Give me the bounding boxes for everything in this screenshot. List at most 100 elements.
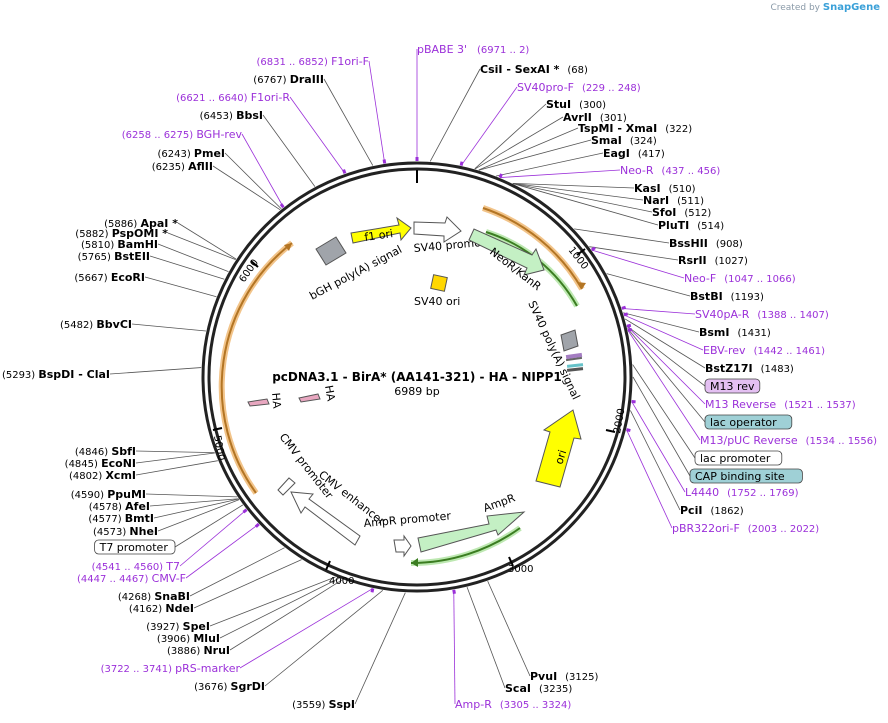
right-label-bstz17i[interactable]: BstZ17I(1483) xyxy=(705,362,794,375)
right-label-pbr322ori-f[interactable]: pBR322ori-F(2003 .. 2022) xyxy=(672,522,819,535)
right-label-bstbi[interactable]: BstBI(1193) xyxy=(690,290,764,303)
right-label-kasi[interactable]: KasI(510) xyxy=(634,182,696,195)
right-label-lac-operator[interactable]: lac operator xyxy=(704,414,793,430)
leader-line xyxy=(174,504,244,548)
right-label-amp-r[interactable]: Amp-R(3305 .. 3324) xyxy=(455,698,571,711)
left-labels: (6831 .. 6852) F1ori-F (6767) DraIII (6621… xyxy=(2,55,369,711)
feature-sv40-ori[interactable] xyxy=(430,274,448,292)
leader-line xyxy=(460,86,518,166)
left-label-t7[interactable]: (4541 .. 4560) T7 xyxy=(92,560,180,573)
left-label-aflii[interactable]: (6235) AflII xyxy=(152,160,213,173)
right-label-sfoi[interactable]: SfoI(512) xyxy=(652,206,711,219)
right-label-lac-promoter[interactable]: lac promoter xyxy=(694,450,783,466)
right-label-pluti[interactable]: PluTI(514) xyxy=(658,219,724,232)
orf-arrowhead-neo xyxy=(577,282,586,289)
tick-label-3000: 3000 xyxy=(508,564,533,575)
right-label-ebv-rev[interactable]: EBV-rev(1442 .. 1461) xyxy=(703,344,825,357)
left-label-afei[interactable]: (4578) AfeI xyxy=(89,500,150,513)
left-label-cmv-f[interactable]: (4447 .. 4467) CMV-F xyxy=(77,572,186,585)
right-label-m13-rev[interactable]: M13 rev xyxy=(704,378,761,394)
left-label-nhei[interactable]: (4573) NheI xyxy=(93,525,158,538)
feature-box-label: CAP binding site xyxy=(695,470,785,483)
left-label-bsteii[interactable]: (5765) BstEII xyxy=(78,250,150,263)
right-label-eagi[interactable]: EagI(417) xyxy=(603,147,665,160)
primer-name: (6831 .. 6852) F1ori-F xyxy=(256,55,369,68)
primer-name: M13/pUC Reverse(1534 .. 1556) xyxy=(700,434,877,447)
feature-ha-1[interactable] xyxy=(247,398,270,407)
right-label-neo-f[interactable]: Neo-F(1047 .. 1066) xyxy=(684,272,796,285)
left-label-bspdi[interactable]: (5293) BspDI - ClaI xyxy=(2,368,110,381)
right-label-sv40pa-r[interactable]: SV40pA-R(1388 .. 1407) xyxy=(695,308,829,321)
feature-f1-ori[interactable] xyxy=(350,216,412,244)
leader-line xyxy=(179,509,247,567)
leader-line xyxy=(209,576,336,627)
leader-line xyxy=(135,452,215,464)
right-label-neo-r[interactable]: Neo-R(437 .. 456) xyxy=(620,164,720,177)
feature-ampr-promoter[interactable] xyxy=(393,534,412,558)
feature-sv40-promoter[interactable] xyxy=(413,216,462,243)
right-label-csii[interactable]: CsiI - SexAI *(68) xyxy=(480,63,588,76)
right-label-scai[interactable]: ScaI(3235) xyxy=(505,682,572,695)
feature-neor[interactable] xyxy=(468,228,545,276)
left-label-econi[interactable]: (4845) EcoNI xyxy=(65,457,136,470)
leader-line xyxy=(135,460,218,476)
right-label-m13-reverse[interactable]: M13 Reverse(1521 .. 1537) xyxy=(705,398,856,411)
right-label-l4440[interactable]: L4440(1752 .. 1769) xyxy=(685,486,799,499)
enzyme-name: BstZ17I(1483) xyxy=(705,362,794,375)
left-label-spei[interactable]: (3927) SpeI xyxy=(146,620,210,633)
left-label-bbvci[interactable]: (5482) BbvCI xyxy=(60,318,132,331)
leader-line xyxy=(630,410,681,511)
right-label-bsmi[interactable]: BsmI(1431) xyxy=(699,326,771,339)
left-label-xcmi[interactable]: (4802) XcmI xyxy=(69,469,136,482)
enzyme-name: (4802) XcmI xyxy=(69,469,136,482)
leader-line xyxy=(289,96,346,174)
leader-line xyxy=(632,376,691,477)
feature-sv40-polya[interactable] xyxy=(560,329,579,352)
right-label-rsrii[interactable]: RsrII(1027) xyxy=(678,254,748,267)
left-label-sgrdi[interactable]: (3676) SgrDI xyxy=(194,680,265,693)
left-label-mlui[interactable]: (3906) MluI xyxy=(157,632,220,645)
feature-ampr[interactable] xyxy=(417,511,526,553)
right-label-tspmi[interactable]: TspMI - XmaI(322) xyxy=(578,122,692,135)
left-label-sbfi[interactable]: (4846) SbfI xyxy=(75,445,136,458)
left-label-apai[interactable]: (5886) ApaI * xyxy=(104,217,178,230)
left-label-nrui[interactable]: (3886) NruI xyxy=(167,644,230,657)
left-label-bmti[interactable]: (4577) BmtI xyxy=(88,512,154,525)
left-label-ndei[interactable]: (4162) NdeI xyxy=(129,602,194,615)
right-label-bsshii[interactable]: BssHII(908) xyxy=(669,237,743,250)
feature-ha-2[interactable] xyxy=(298,393,321,403)
left-label-snabi[interactable]: (4268) SnaBI xyxy=(118,590,190,603)
feature-ori[interactable] xyxy=(535,409,582,488)
left-label-bgh-rev[interactable]: (6258 .. 6275) BGH-rev xyxy=(122,128,243,141)
left-label-bamhi[interactable]: (5810) BamHI xyxy=(81,238,158,251)
left-label-f1ori-f[interactable]: (6831 .. 6852) F1ori-F xyxy=(256,55,369,68)
enzyme-name: (4577) BmtI xyxy=(88,512,154,525)
orf-arc-ampr-line xyxy=(410,527,521,565)
feature-cmv-promoter[interactable] xyxy=(277,477,296,496)
leader-line xyxy=(453,589,456,705)
enzyme-name: ScaI(3235) xyxy=(505,682,572,695)
right-label-pvui[interactable]: PvuI(3125) xyxy=(530,670,599,683)
right-label-sv40pro-f[interactable]: SV40pro-F(229 .. 248) xyxy=(517,81,641,94)
left-label-pspomi[interactable]: (5882) PspOMI * xyxy=(75,227,168,240)
left-label-t7-promoter[interactable]: T7 promoter xyxy=(94,539,176,555)
left-label-ecori[interactable]: (5667) EcoRI xyxy=(74,271,145,284)
right-label-cap-binding-site[interactable]: CAP binding site xyxy=(689,468,803,484)
left-label-f1ori-r[interactable]: (6621 .. 6640) F1ori-R xyxy=(176,91,290,104)
left-label-draiii[interactable]: (6767) DraIII xyxy=(253,73,324,86)
right-label-avrii[interactable]: AvrII(301) xyxy=(563,111,627,124)
right-label-pbabe-3[interactable]: pBABE 3'(6971 .. 2) xyxy=(417,43,529,56)
left-label-pmei[interactable]: (6243) PmeI xyxy=(157,147,225,160)
right-label-stui[interactable]: StuI(300) xyxy=(546,98,606,111)
left-label-bbsi[interactable]: (6453) BbsI xyxy=(200,109,263,122)
feature-bgh-polya[interactable] xyxy=(315,236,347,266)
left-label-ppumi[interactable]: (4590) PpuMI xyxy=(71,488,146,501)
leader-line xyxy=(157,243,229,272)
right-label-nari[interactable]: NarI(511) xyxy=(643,194,704,207)
feature-cmv-enhancer[interactable] xyxy=(290,491,361,546)
left-label-prs-marker[interactable]: (3722 .. 3741) pRS-marker xyxy=(101,662,241,675)
right-label-smai[interactable]: SmaI(324) xyxy=(591,134,657,147)
left-label-sspi[interactable]: (3559) SspI xyxy=(292,698,355,711)
right-label-pcii[interactable]: PciI(1862) xyxy=(680,504,744,517)
right-label-m13-puc-reverse[interactable]: M13/pUC Reverse(1534 .. 1556) xyxy=(700,434,877,447)
